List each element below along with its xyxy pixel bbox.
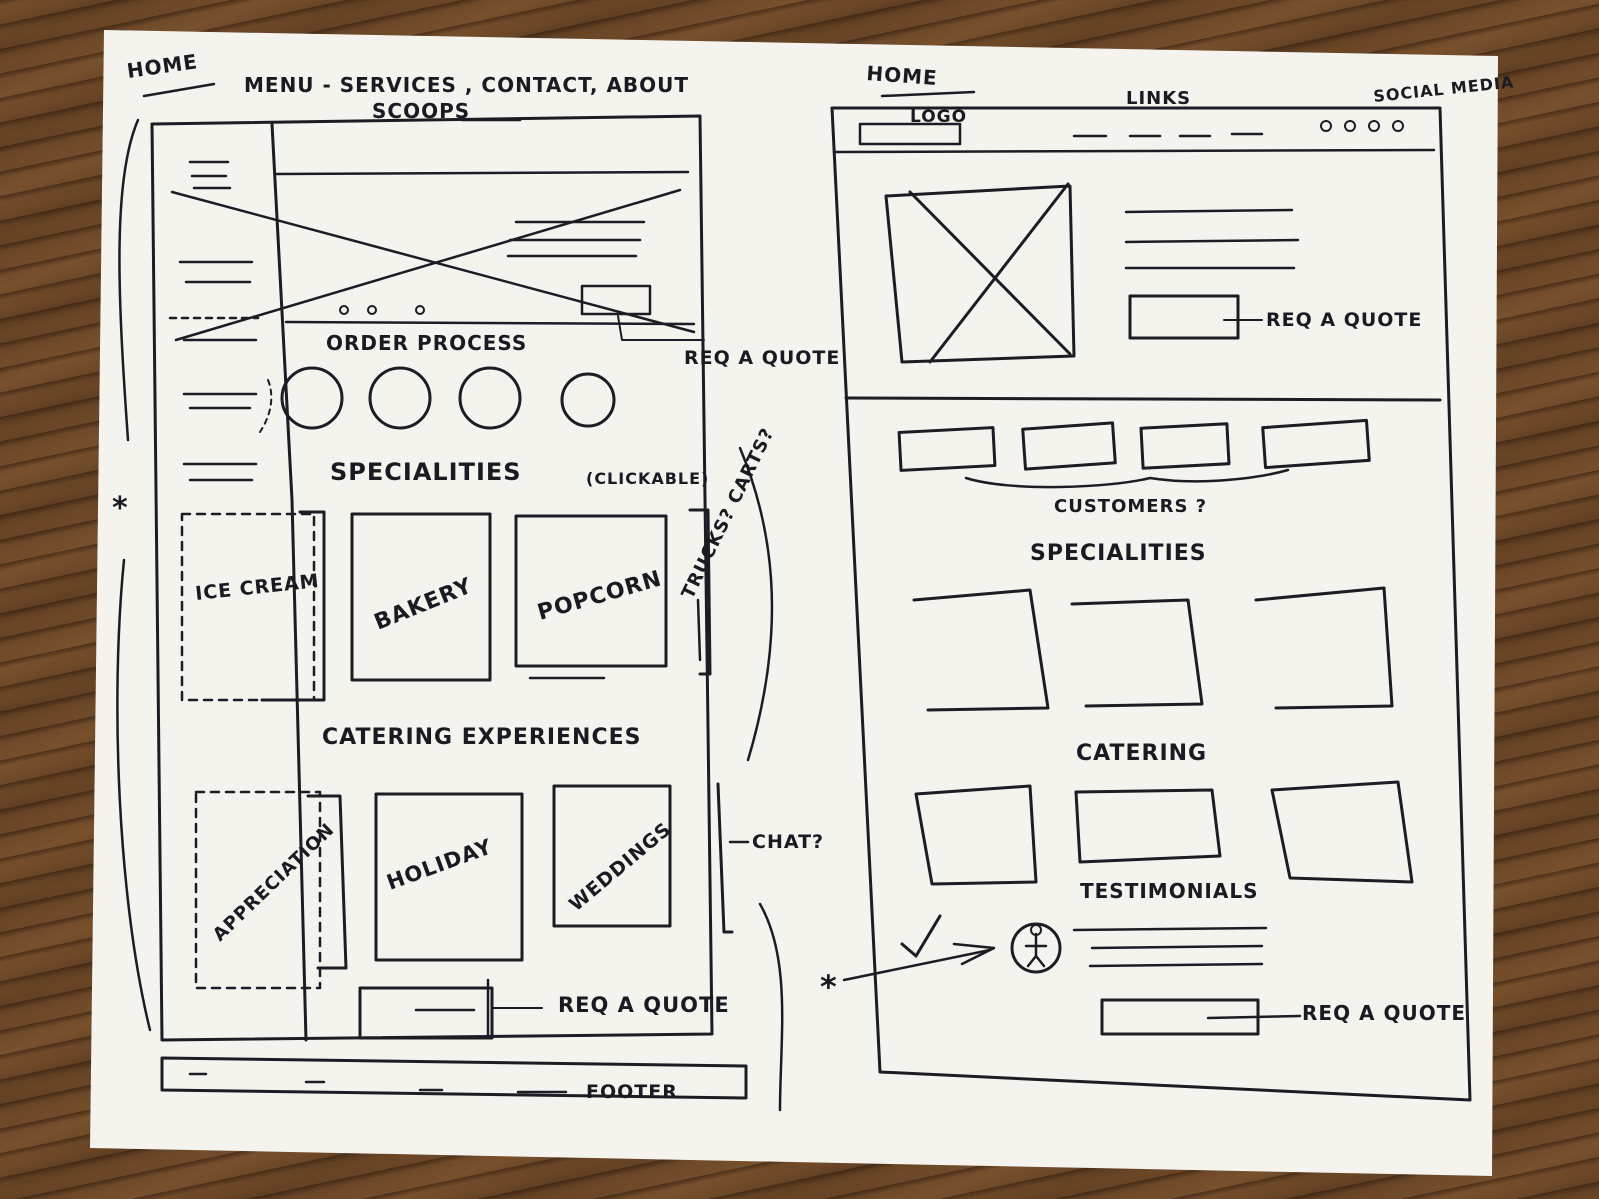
right-quote-note-bottom: REQ A QUOTE — [1302, 1001, 1466, 1025]
chat-note: CHAT? — [752, 831, 824, 853]
right-wireframe: HOME LOGO LINKS SOCIAL MEDIA REQ A QUOTE — [820, 61, 1515, 1102]
right-hero-quote-label: REQ A QUOTE — [1266, 309, 1422, 331]
left-quote-note-top: REQ A QUOTE — [684, 347, 840, 369]
right-home-label: HOME — [866, 61, 939, 90]
right-specialities-label: SPECIALITIES — [1030, 541, 1207, 566]
links-label: LINKS — [1126, 88, 1191, 109]
footer-label: FOOTER — [586, 1081, 678, 1103]
catering-experiences-label: CATERING EXPERIENCES — [322, 725, 641, 750]
right-catering-label: CATERING — [1076, 741, 1207, 766]
asterisk-left: * — [112, 491, 129, 526]
customers-label: CUSTOMERS ? — [1054, 496, 1207, 517]
logo-label: LOGO — [910, 107, 967, 127]
left-specialities-label: SPECIALITIES — [330, 458, 522, 486]
order-process-label: ORDER PROCESS — [326, 331, 527, 355]
testimonials-label: TESTIMONIALS — [1080, 879, 1259, 903]
specialities-clickable-note: (CLICKABLE) — [586, 469, 709, 488]
left-quote-note-bottom: REQ A QUOTE — [558, 993, 730, 1017]
left-nav-note: MENU - SERVICES , CONTACT, ABOUT — [244, 73, 689, 97]
paper-sheet — [90, 30, 1498, 1176]
asterisk-right: * — [820, 968, 838, 1006]
